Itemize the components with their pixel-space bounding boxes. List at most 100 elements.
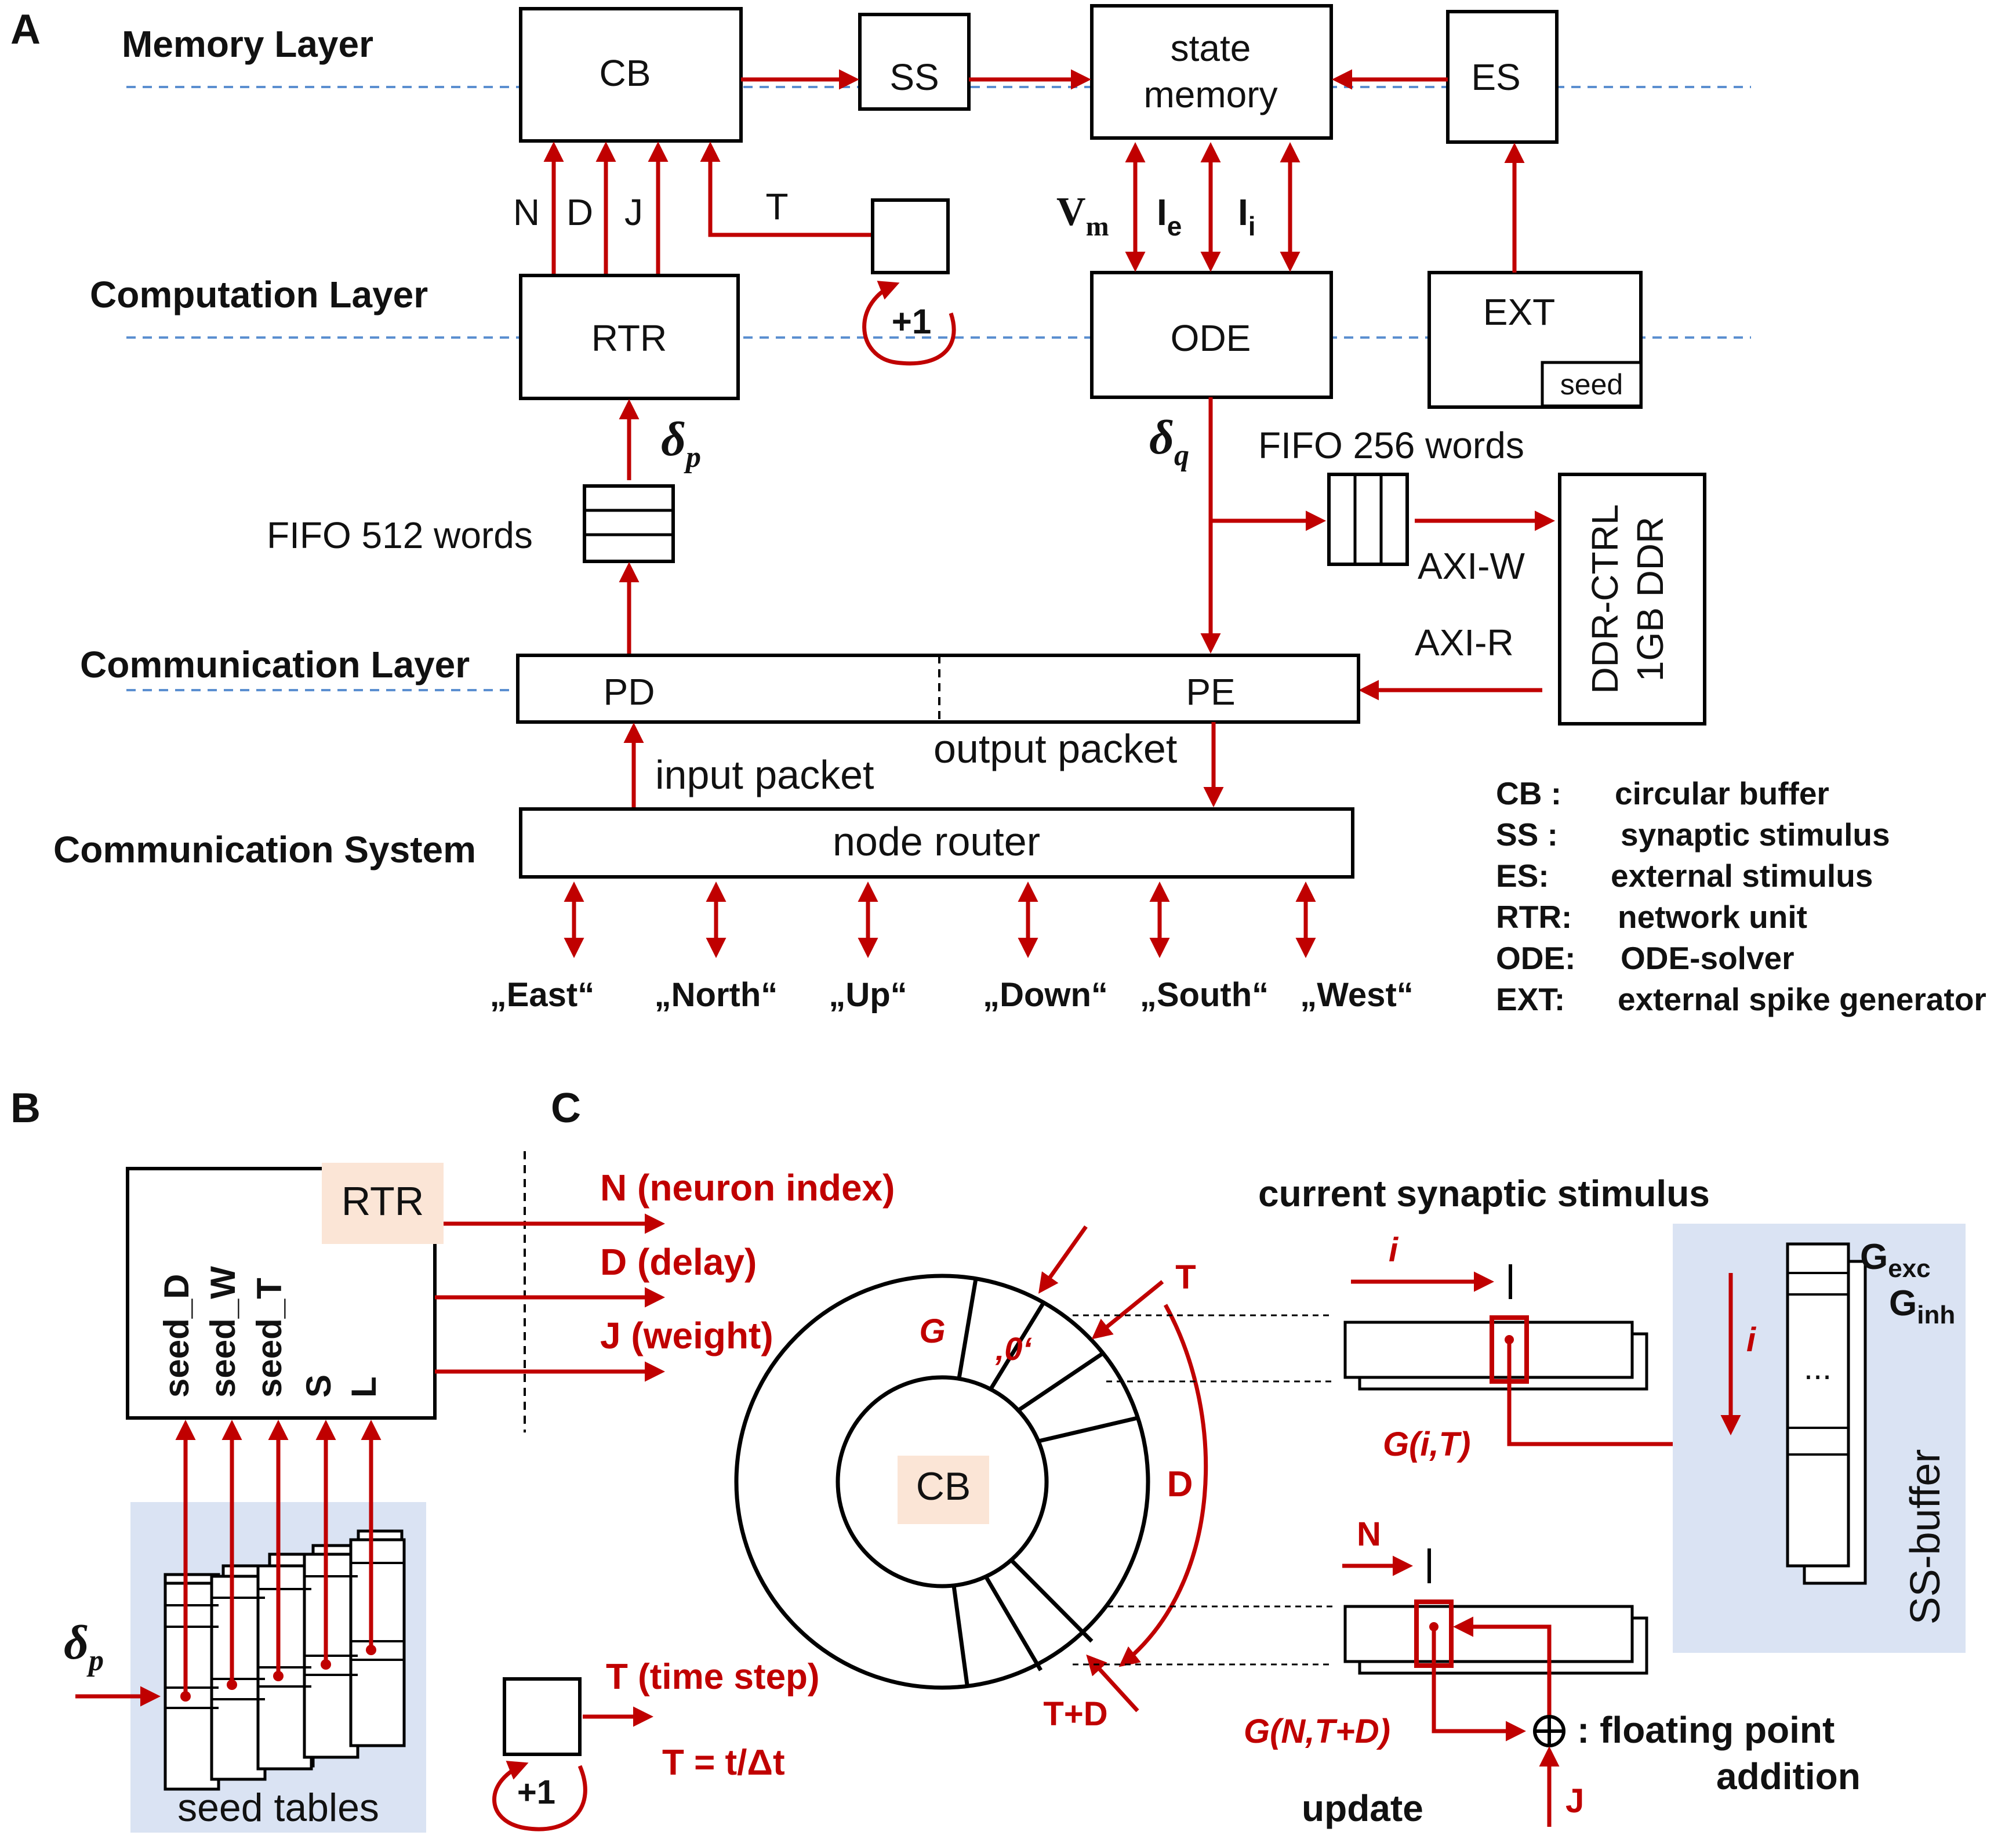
t-signal-label: T [765,186,788,227]
rtr-label: RTR [591,317,667,359]
es-block [1446,10,1559,144]
g-i-t-label: G(i,T) [1383,1426,1470,1463]
delta-p-input-label: δp [64,1616,104,1677]
ddr-label-2: 1GB DDR [1629,517,1671,682]
g-exc-label: Gexc [1860,1237,1931,1283]
direction-south: „South“ [1140,976,1269,1014]
seed-arrows [175,1420,382,1702]
ii-label: Ii [1238,191,1256,241]
counter-loop-arrow [862,281,956,366]
ie-label: Ie [1157,191,1182,241]
state-memory-block [1090,4,1333,140]
arrow-td-slot [1086,1654,1139,1713]
arrow-zero-slot [1038,1225,1088,1294]
panel-label-a: A [10,6,41,53]
node-router-label: node router [833,819,1040,864]
slot-projections [1073,1314,1334,1666]
time-step-label: T (time step) [606,1657,820,1697]
memory-layer-label: Memory Layer [122,23,373,65]
ode-label: ODE [1171,317,1251,359]
fifo-out-label: FIFO 256 words [1258,425,1524,466]
direction-east: „East“ [490,976,595,1014]
panel-label-b: B [10,1085,41,1131]
seed-t-label: seed_T [250,1278,289,1398]
seed-table [164,1582,220,1791]
direction-up: „Up“ [829,976,907,1014]
j-add-label: J [1565,1782,1584,1820]
fifo-out-queue [1327,473,1409,566]
time-step-formula: T = t/Δt [662,1743,785,1783]
ode-block [1090,271,1333,399]
legend-value: ODE-solver [1621,940,1795,976]
cb-block [519,7,743,143]
state-memory-label-1: state [1171,27,1251,69]
legend-value: external spike generator [1618,981,1986,1017]
legend-key: EXT: [1496,981,1565,1017]
communication-layer-label: Communication Layer [80,644,470,685]
arrow-t-slot [1091,1280,1164,1340]
legend-value: synaptic stimulus [1621,817,1890,853]
seed-tables [164,1529,406,1791]
time-step-plus-one: +1 [517,1773,555,1811]
cb-label: CB [600,52,651,94]
d-delay-label: D (delay) [600,1241,757,1283]
legend-key: SS : [1496,817,1558,853]
g-inh-label: Ginh [1889,1283,1955,1329]
node-router-block [519,807,1354,879]
legend-key: ODE: [1496,940,1576,976]
axi-r-label: AXI-R [1415,622,1514,663]
s-label: S [299,1374,338,1398]
l-label: L [344,1376,383,1398]
t-counter-plus-one: +1 [892,302,931,341]
seed-d-label: seed_D [157,1274,196,1398]
time-step-counter-box [503,1677,582,1756]
j-signal-label: J [624,191,643,233]
ss-buffer-label: SS-buffer [1902,1449,1949,1625]
n-index-label: N [1357,1515,1381,1553]
delta-q-label: δq [1149,411,1189,472]
direction-west: „West“ [1300,976,1414,1014]
arrow-read-cell [1432,1627,1526,1742]
ss-buffer-column [1786,1242,1850,1568]
g-label: G [919,1312,945,1350]
cb-label-bg [898,1456,989,1524]
update-row [1343,1605,1634,1663]
seed-table [349,1538,406,1747]
panel-label-c: C [551,1085,581,1131]
ext-label: EXT [1483,291,1555,333]
cb-ring-label: CB [916,1464,971,1508]
t-plus-d-label: T+D [1043,1695,1107,1733]
zero-slot-label: ‚0‘ [995,1330,1033,1367]
direction-north: „North“ [655,976,778,1014]
pd-label: PD [604,671,655,713]
ddr-block [1558,473,1706,726]
legend-key: ES: [1496,858,1549,894]
legend: CB : circular buffer SS : synaptic stimu… [1496,775,1986,1017]
vm-label: Vm [1056,190,1109,242]
legend-key: CB : [1496,775,1561,811]
legend-value: network unit [1618,899,1807,935]
j-weight-label: J (weight) [600,1315,773,1356]
seed-tables-label: seed tables [177,1786,379,1830]
state-memory-label-2: memory [1143,74,1277,115]
output-packet-label: output packet [933,726,1177,771]
d-arc-label: D [1167,1464,1193,1504]
t-counter-box [871,198,950,274]
current-stimulus-title: current synaptic stimulus [1258,1173,1710,1214]
ss-label: SS [889,56,939,98]
n-neuron-index-label: N (neuron index) [600,1167,895,1209]
seed-box [1541,361,1643,408]
fifo-in-queue [583,484,675,563]
rtr-tag-bg [322,1163,444,1244]
input-packet-label: input packet [655,752,874,797]
i-index-label: i [1389,1231,1399,1269]
stimulus-row [1343,1321,1634,1379]
legend-key: RTR: [1496,899,1572,935]
pe-label: PE [1186,671,1235,713]
g-n-td-label: G(N,T+D) [1244,1713,1390,1750]
seed-w-label: seed_W [204,1266,242,1398]
computation-layer-label: Computation Layer [90,274,428,315]
n-signal-label: N [513,191,540,233]
update-label: update [1302,1787,1423,1829]
